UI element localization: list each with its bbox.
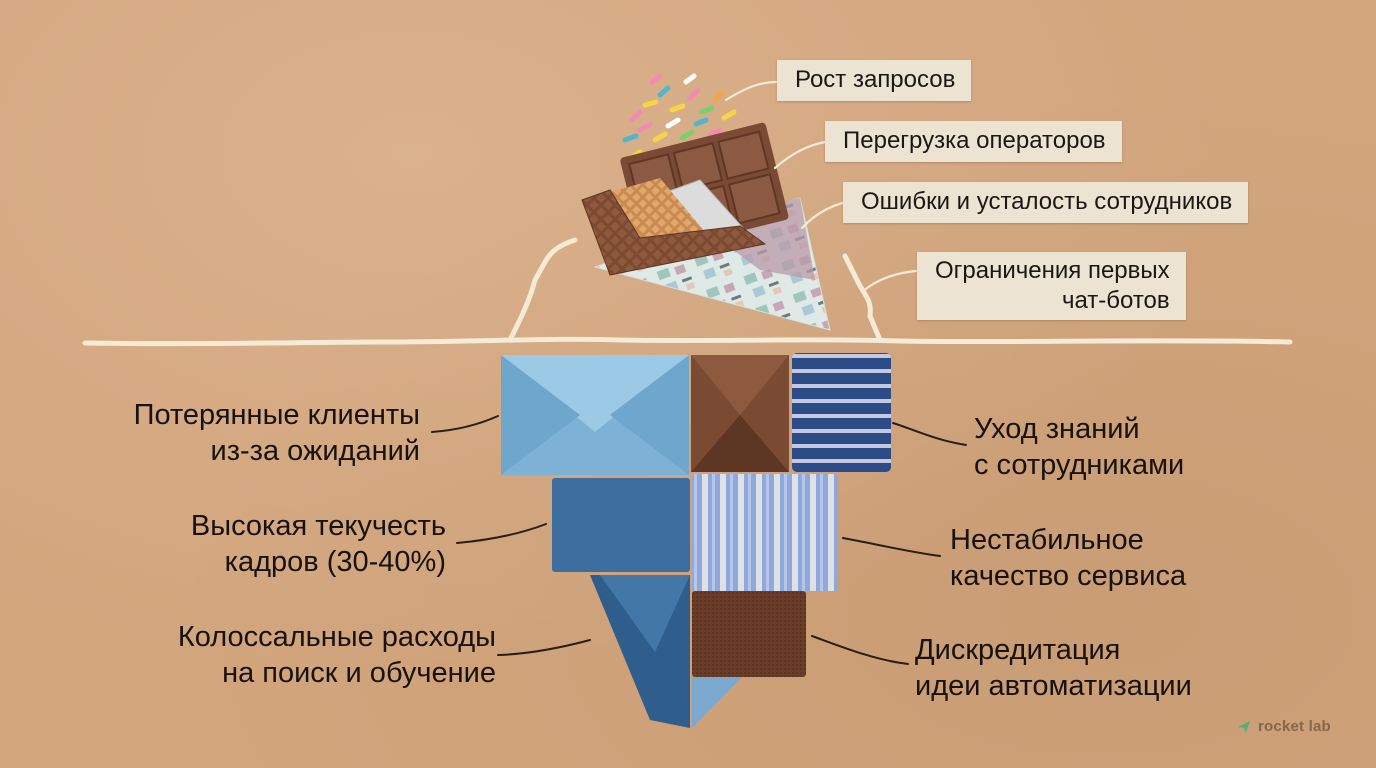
hidden-blocks (501, 353, 891, 728)
label-huge-costs: Колоссальные расходы на поиск и обучение (178, 619, 496, 691)
iceberg-tip-outline (507, 237, 578, 343)
label-line-1: Колоссальные расходы (177, 621, 496, 653)
label-lost-clients: Потерянные клиенты из-за ожиданий (134, 397, 420, 469)
waterline (82, 336, 1293, 347)
lower-connectors (431, 415, 967, 665)
tape-label-errors-fatigue: Ошибки и усталость сотрудников (843, 182, 1249, 223)
label-line-2: качество сервиса (950, 560, 1187, 592)
label-line-2: на поиск и обучение (222, 657, 496, 689)
folded-blue-block (590, 575, 690, 728)
label-line-1: Высокая текучесть (190, 510, 446, 542)
tape-label-operator-overload: Перегрузка операторов (825, 121, 1122, 162)
navy-striped-block (792, 353, 891, 472)
wafer-chocolate (581, 189, 767, 276)
label-line-1: Потерянные клиенты (133, 399, 420, 431)
brown-fabric-block (692, 591, 806, 677)
label-line-2: кадров (30-40%) (224, 546, 446, 578)
label-text: Рост запросов (795, 66, 956, 93)
iceberg-tip-outline-right (842, 253, 883, 343)
brand-name: rocket lab (1258, 718, 1331, 735)
label-discredit-automation: Дискредитация идеи автоматизации (915, 632, 1192, 704)
label-line-1: Уход знаний (974, 413, 1140, 445)
envelope-block (501, 355, 689, 475)
pale-striped-block (692, 474, 838, 591)
label-knowledge-loss: Уход знаний с сотрудниками (974, 411, 1184, 483)
rocket-arrow-icon (1238, 720, 1250, 733)
upper-connectors (724, 80, 918, 294)
label-line-1: Дискредитация (915, 634, 1121, 666)
label-text: Ошибки и усталость сотрудников (861, 188, 1233, 215)
label-line-2: чат-ботов (1061, 287, 1170, 314)
label-line-2: с сотрудниками (974, 449, 1185, 481)
label-line-2: из-за ожиданий (210, 435, 421, 467)
label-line-1: Нестабильное (950, 524, 1144, 556)
label-high-turnover: Высокая текучесть кадров (30-40%) (191, 508, 446, 580)
brown-pyramid-block (691, 355, 789, 472)
blue-box-block (552, 478, 690, 572)
brand-watermark: rocket lab (1236, 718, 1331, 735)
label-unstable-quality: Нестабильное качество сервиса (950, 522, 1186, 594)
label-line-1: Ограничения первых (935, 257, 1170, 284)
light-blue-fold (692, 677, 742, 728)
label-line-2: идеи автоматизации (915, 670, 1192, 702)
tape-label-chatbot-limits: Ограничения первых чат-ботов (917, 252, 1186, 320)
label-text: Перегрузка операторов (843, 127, 1106, 154)
tape-label-requests-growth: Рост запросов (777, 60, 972, 101)
